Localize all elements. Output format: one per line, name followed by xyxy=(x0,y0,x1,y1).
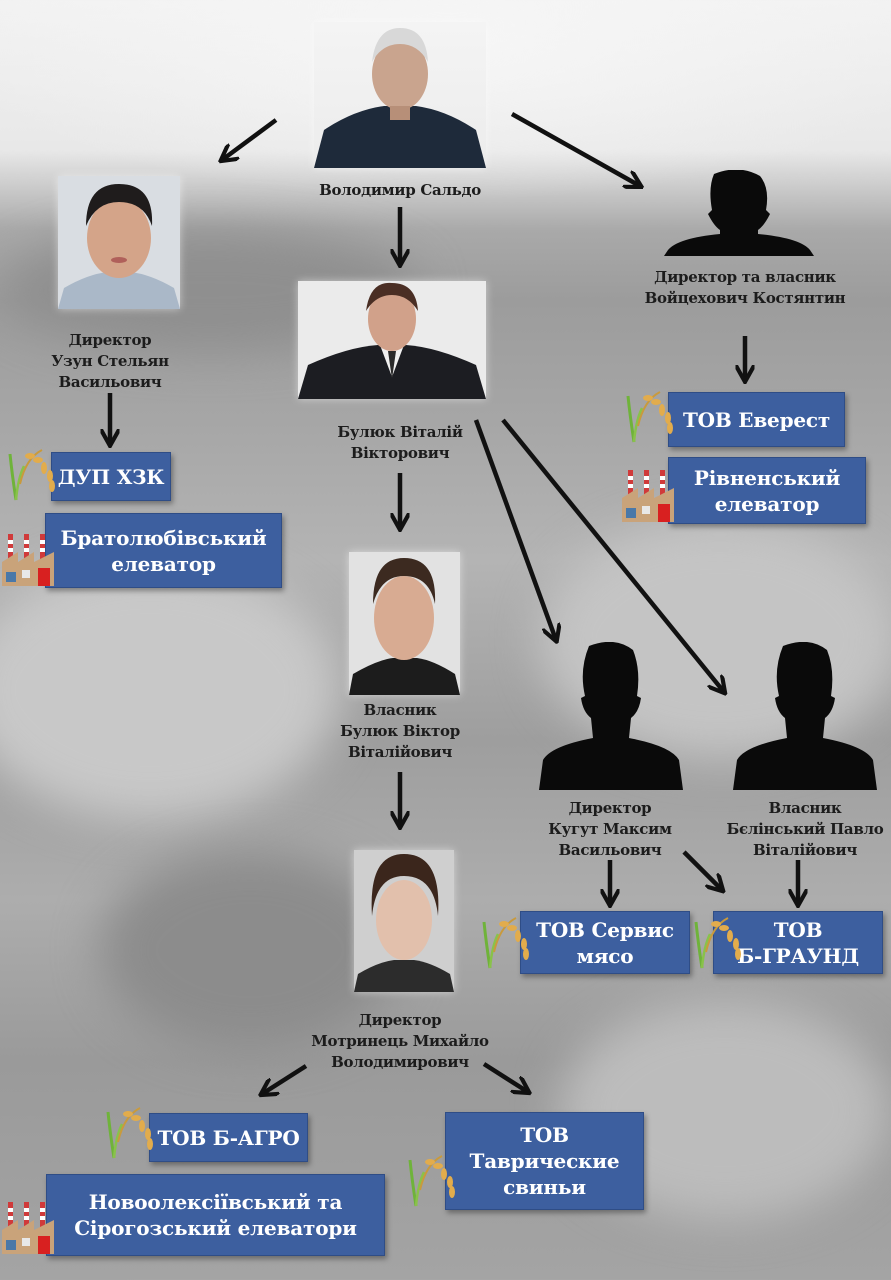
person-name-kuhut: Кугут Максим xyxy=(548,820,672,838)
company-b-graund: ТОВ Б-ГРАУНД xyxy=(713,911,883,974)
portrait-buliuk-viktor xyxy=(349,552,460,695)
person-patronymic-uzun: Васильович xyxy=(58,373,162,391)
company-label: Рівненський елеватор xyxy=(693,465,841,516)
person-role-kuhut: Директор xyxy=(568,799,652,817)
company-label: ТОВ Б-ГРАУНД xyxy=(737,917,859,968)
person-role-buliuk-viktor: Власник xyxy=(363,701,437,719)
person-patronymic-kuhut: Васильович xyxy=(558,841,662,859)
person-name-buliuk-viktor: Булюк Віктор xyxy=(340,722,460,740)
factory-icon xyxy=(2,534,54,586)
arrow-vitalii-to-kuhut xyxy=(473,419,556,640)
factory-icon xyxy=(2,1202,54,1254)
company-servis-miaso: ТОВ Сервис мясо xyxy=(520,911,690,974)
arrow-saldo-to-uzun xyxy=(222,118,278,160)
company-label: Новоолексіївський та Сірогозський елеват… xyxy=(74,1190,357,1240)
person-name-motrynets: Мотринець Михайло xyxy=(311,1032,489,1050)
silhouette-kuhut xyxy=(539,642,683,790)
company-dup-hzk: ДУП ХЗК xyxy=(51,452,171,501)
wheat-icon xyxy=(106,1107,153,1159)
company-label: ТОВ Сервис мясо xyxy=(536,917,674,968)
company-label: ТОВ Таврические свиньи xyxy=(469,1123,620,1199)
person-role-belinskyi: Власник xyxy=(768,799,842,817)
company-bratoliubivskyi-elevator: Братолюбівський елеватор xyxy=(45,513,282,588)
arrow-saldo-to-voitsekhovych xyxy=(510,112,640,186)
silhouette-belinskyi xyxy=(733,642,877,790)
company-b-agro: ТОВ Б-АГРО xyxy=(149,1113,308,1162)
wheat-icon xyxy=(694,917,741,969)
company-tavricheskie-svini: ТОВ Таврические свиньи xyxy=(445,1112,644,1210)
company-label: ТОВ Еверест xyxy=(682,407,831,432)
wheat-icon xyxy=(482,917,529,969)
company-novooleksiivskyi-sirohozskyi-elevators: Новоолексіївський та Сірогозський елеват… xyxy=(46,1174,385,1256)
person-role-voitsekhovych: Директор та власник xyxy=(654,268,836,286)
person-name-uzun: Узун Стельян xyxy=(51,352,169,370)
company-everest: ТОВ Еверест xyxy=(668,392,845,447)
factory-icon xyxy=(622,470,674,522)
person-name-buliuk-vitalii: Булюк Віталій xyxy=(337,423,463,441)
person-role-motrynets: Директор xyxy=(358,1011,442,1029)
portrait-uzun xyxy=(58,176,180,309)
silhouette-voitsekhovych xyxy=(664,170,814,256)
arrow-kuhut-to-bgraund xyxy=(682,850,722,890)
wheat-icon xyxy=(408,1155,455,1207)
person-patronymic-buliuk-viktor: Віталійович xyxy=(347,743,453,761)
portrait-saldo xyxy=(314,22,486,168)
company-label: ТОВ Б-АГРО xyxy=(157,1125,300,1150)
person-name-belinskyi: Бєлінський Павло xyxy=(726,820,884,838)
company-label: ДУП ХЗК xyxy=(57,464,165,489)
company-rivnenskyi-elevator: Рівненський елеватор xyxy=(668,457,866,524)
person-patronymic-buliuk-vitalii: Вікторович xyxy=(350,444,450,462)
arrow-vitalii-to-belinskyi xyxy=(501,418,724,692)
portrait-motrynets xyxy=(354,850,454,992)
person-patronymic-belinskyi: Віталійович xyxy=(752,841,858,859)
company-label: Братолюбівський елеватор xyxy=(60,525,267,576)
person-name-voitsekhovych: Войцехович Костянтин xyxy=(644,289,846,307)
person-name-saldo: Володимир Сальдо xyxy=(319,181,481,199)
wheat-icon xyxy=(626,391,673,443)
arrow-motrynets-to-tavricheskie xyxy=(482,1062,528,1092)
arrow-motrynets-to-bagro xyxy=(262,1064,308,1094)
wheat-icon xyxy=(8,449,55,501)
portrait-buliuk-vitalii xyxy=(298,281,486,399)
person-role-uzun: Директор xyxy=(68,331,152,349)
person-patronymic-motrynets: Володимирович xyxy=(331,1053,469,1071)
